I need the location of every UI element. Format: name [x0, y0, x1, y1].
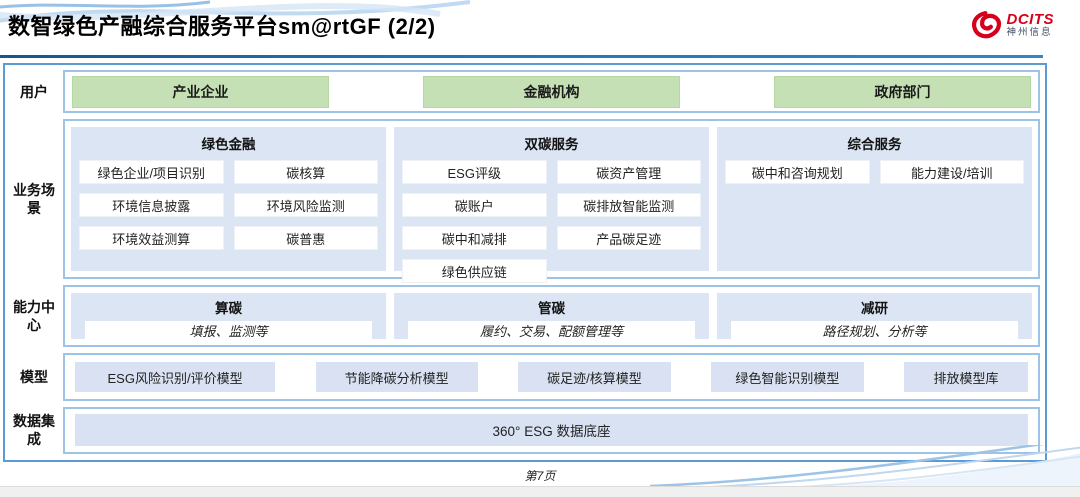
scenario-item: 碳账户: [402, 193, 547, 218]
capability-panel-carbon-calc: 算碳 填报、监测等: [71, 293, 386, 341]
model-chip: 碳足迹/核算模型: [518, 362, 671, 393]
panel-comprehensive-services: 综合服务 碳中和咨询规划 能力建设/培训: [717, 127, 1032, 272]
panel-title: 双碳服务: [524, 137, 579, 153]
user-box: 政府部门: [774, 75, 1031, 108]
panel-items: ESG评级 碳资产管理 碳账户 碳排放智能监测 碳中和减排 产品碳足迹 绿色供应…: [402, 160, 701, 284]
row-label-models: 模型: [20, 369, 48, 386]
data-foundation-bar: 360° ESG 数据底座: [75, 414, 1028, 447]
capabilities-container: 算碳 填报、监测等 管碳 履约、交易、配额管理等 减研 路径规划、分析等: [63, 285, 1040, 348]
scenario-item: 绿色供应链: [402, 259, 547, 284]
dcits-logo-icon: [971, 11, 1001, 39]
row-users: 用户 产业企业 金融机构 政府部门: [5, 70, 1040, 114]
model-chip: 排放模型库: [904, 362, 1028, 393]
model-chip: 绿色智能识别模型: [711, 362, 864, 393]
capability-desc: 填报、监测等: [85, 321, 372, 341]
capability-panel-carbon-mgmt: 管碳 履约、交易、配额管理等: [394, 293, 709, 341]
user-box: 产业企业: [72, 75, 329, 108]
row-capability-center: 能力中心 算碳 填报、监测等 管碳 履约、交易、配额管理等 减研 路径规划、分析…: [5, 285, 1040, 348]
page-number: 第7页: [524, 469, 556, 483]
row-scenarios: 业务场景 绿色金融 绿色企业/项目识别 碳核算 环境信息披露 环境风险监测 环境…: [5, 119, 1040, 284]
capability-title: 减研: [861, 301, 888, 317]
header: 数智绿色产融综合服务平台sm@rtGF (2/2) DCITS 神州信息: [0, 0, 1080, 62]
scenario-item: 碳中和减排: [402, 226, 547, 251]
users-container: 产业企业 金融机构 政府部门: [63, 70, 1040, 114]
scenarios-container: 绿色金融 绿色企业/项目识别 碳核算 环境信息披露 环境风险监测 环境效益测算 …: [63, 119, 1040, 284]
scenario-item: 碳普惠: [233, 226, 378, 251]
scenario-item: 产品碳足迹: [556, 226, 701, 251]
capability-desc: 履约、交易、配额管理等: [408, 321, 695, 341]
scenario-item: 环境风险监测: [233, 193, 378, 218]
row-label-scenarios: 业务场景: [13, 182, 55, 217]
models-container: ESG风险识别/评价模型 节能降碳分析模型 碳足迹/核算模型 绿色智能识别模型 …: [63, 353, 1040, 401]
row-label-users: 用户: [20, 83, 48, 100]
page-title: 数智绿色产融综合服务平台sm@rtGF (2/2): [8, 14, 436, 39]
model-chip: ESG风险识别/评价模型: [75, 362, 276, 393]
architecture-board: 用户 产业企业 金融机构 政府部门 业务场景 绿色金融 绿色企业/项目识别 碳核…: [3, 63, 1047, 462]
company-logo: DCITS 神州信息: [970, 7, 1055, 43]
row-label-data-integration: 数据集成: [13, 413, 55, 448]
capability-panel-reduction-research: 减研 路径规划、分析等: [717, 293, 1032, 341]
model-chip: 节能降碳分析模型: [315, 362, 478, 393]
capability-title: 算碳: [215, 301, 242, 317]
panel-title: 绿色金融: [201, 137, 256, 153]
capability-title: 管碳: [538, 301, 565, 317]
panel-items: 绿色企业/项目识别 碳核算 环境信息披露 环境风险监测 环境效益测算 碳普惠: [79, 160, 378, 251]
panel-items: 碳中和咨询规划 能力建设/培训: [725, 160, 1024, 185]
scenario-item: 绿色企业/项目识别: [79, 160, 224, 185]
scenario-item: ESG评级: [402, 160, 547, 185]
row-label-capabilities: 能力中心: [13, 299, 55, 334]
user-box: 金融机构: [423, 75, 680, 108]
row-models: 模型 ESG风险识别/评价模型 节能降碳分析模型 碳足迹/核算模型 绿色智能识别…: [5, 353, 1040, 401]
data-integration-container: 360° ESG 数据底座: [63, 406, 1040, 455]
panel-green-finance: 绿色金融 绿色企业/项目识别 碳核算 环境信息披露 环境风险监测 环境效益测算 …: [71, 127, 386, 272]
scenario-item: 环境信息披露: [79, 193, 224, 218]
capability-desc: 路径规划、分析等: [731, 321, 1018, 341]
scenario-item: 能力建设/培训: [879, 160, 1024, 185]
scenario-item: 碳排放智能监测: [556, 193, 701, 218]
logo-brand-text: DCITS: [1006, 11, 1054, 29]
logo-subtitle-text: 神州信息: [1006, 26, 1053, 38]
scenario-item: 碳核算: [233, 160, 378, 185]
scenario-item: 环境效益测算: [79, 226, 224, 251]
panel-title: 综合服务: [847, 137, 902, 153]
bottom-strip: [0, 486, 1080, 497]
scenario-item: 碳中和咨询规划: [725, 160, 870, 185]
panel-dual-carbon-services: 双碳服务 ESG评级 碳资产管理 碳账户 碳排放智能监测 碳中和减排 产品碳足迹…: [394, 127, 709, 284]
scenario-item: 碳资产管理: [556, 160, 701, 185]
header-divider: [0, 55, 1043, 58]
row-data-integration: 数据集成 360° ESG 数据底座: [5, 406, 1040, 455]
